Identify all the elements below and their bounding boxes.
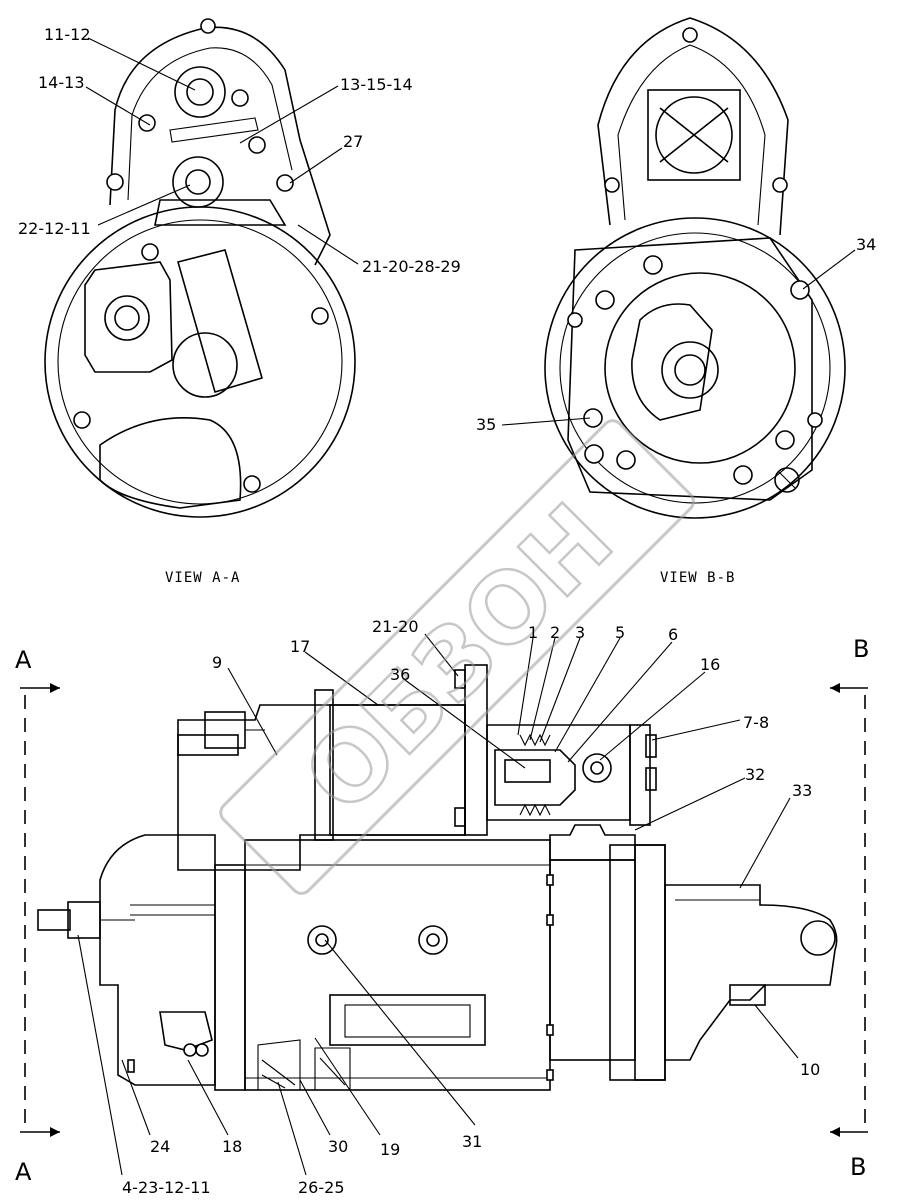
section-line-b	[830, 683, 868, 1137]
callout-34: 34	[856, 235, 876, 254]
callout-3: 3	[575, 623, 585, 642]
callout-5: 5	[615, 623, 625, 642]
side-view-drawing	[37, 664, 838, 1091]
callout-11-12: 11-12	[44, 25, 91, 44]
callout-17: 17	[290, 637, 310, 656]
section-mark-a-bottom: A	[15, 1158, 32, 1186]
callout-36: 36	[390, 665, 410, 684]
section-mark-b-top: B	[853, 635, 869, 663]
callout-13-15-14: 13-15-14	[340, 75, 413, 94]
callout-6: 6	[668, 625, 678, 644]
callout-32: 32	[745, 765, 765, 784]
callout-16: 16	[700, 655, 720, 674]
section-mark-a-top: A	[15, 646, 32, 674]
view-b-caption: VIEW B-B	[660, 570, 735, 586]
section-line-a	[20, 683, 60, 1137]
view-a-caption: VIEW A-A	[165, 570, 240, 586]
callout-22-12-11: 22-12-11	[18, 219, 91, 238]
callout-27: 27	[343, 132, 363, 151]
view-b-drawing	[544, 17, 846, 519]
callout-9: 9	[212, 653, 222, 672]
callout-1: 1	[528, 623, 538, 642]
callout-21-20: 21-20	[372, 617, 419, 636]
callout-24: 24	[150, 1137, 170, 1156]
callout-26-25: 26-25	[298, 1178, 345, 1197]
callout-4-23-12-11: 4-23-12-11	[122, 1178, 211, 1197]
callout-14-13: 14-13	[38, 73, 85, 92]
callout-2: 2	[550, 623, 560, 642]
section-mark-b-bottom: B	[850, 1153, 866, 1181]
callout-18: 18	[222, 1137, 242, 1156]
callout-labels: 11-12 14-13 13-15-14 27 22-12-11 21-20-2…	[18, 25, 876, 1197]
view-a-drawing	[44, 18, 356, 518]
callout-10: 10	[800, 1060, 820, 1079]
callout-7-8: 7-8	[743, 713, 769, 732]
callout-33: 33	[792, 781, 812, 800]
callout-35: 35	[476, 415, 496, 434]
callout-19: 19	[380, 1140, 400, 1159]
callout-31: 31	[462, 1132, 482, 1151]
watermark-text: ОБЗОН	[283, 483, 634, 834]
leader-lines	[77, 37, 856, 1176]
callout-30: 30	[328, 1137, 348, 1156]
callout-21-20-28-29: 21-20-28-29	[362, 257, 461, 276]
